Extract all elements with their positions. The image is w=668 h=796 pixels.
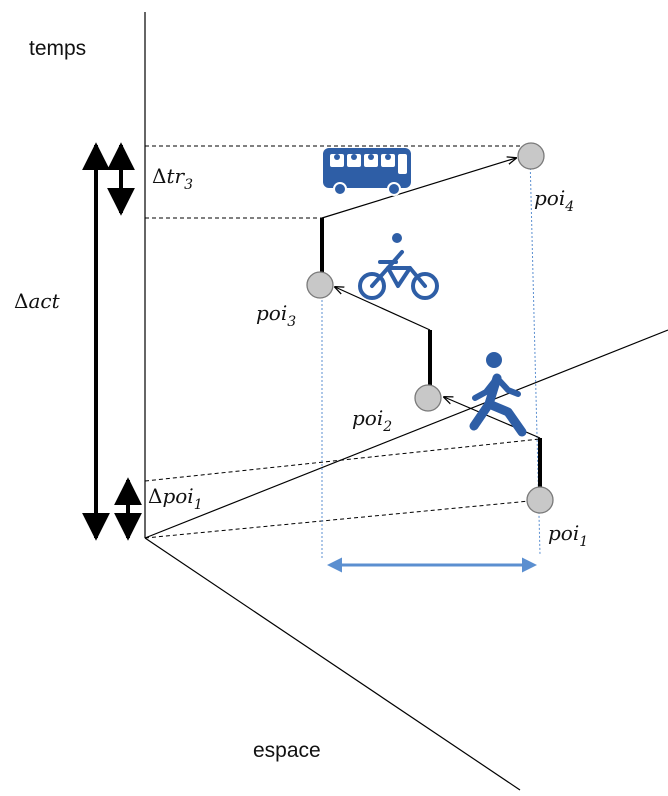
bicycle-icon	[358, 233, 439, 300]
bus-icon	[323, 148, 411, 196]
bus-segment	[321, 158, 516, 219]
poi-3-marker	[306, 271, 334, 299]
poi-markers	[306, 142, 554, 514]
poi-2-marker	[414, 384, 442, 412]
ground-axis	[144, 329, 668, 539]
dashed-projections	[144, 145, 541, 539]
space-axis	[144, 537, 521, 791]
bike-segment	[335, 287, 431, 331]
time-axis-label: temps	[29, 37, 86, 60]
delta-poi1-label: Δpoi1	[148, 484, 203, 513]
delta-tr3-label: Δtr3	[152, 164, 193, 193]
poi-4-marker	[517, 142, 545, 170]
poi-3-label: poi3	[256, 301, 296, 330]
space-axis-label: espace	[253, 739, 321, 762]
poi-2-label: poi2	[352, 406, 392, 435]
poi-1-label: poi1	[548, 521, 588, 550]
trajectory	[320, 158, 542, 497]
delta-act-label: Δact	[14, 289, 61, 313]
poi-1-marker	[526, 486, 554, 514]
poi-4-label: poi4	[534, 186, 574, 215]
pedestrian-icon	[469, 352, 527, 437]
